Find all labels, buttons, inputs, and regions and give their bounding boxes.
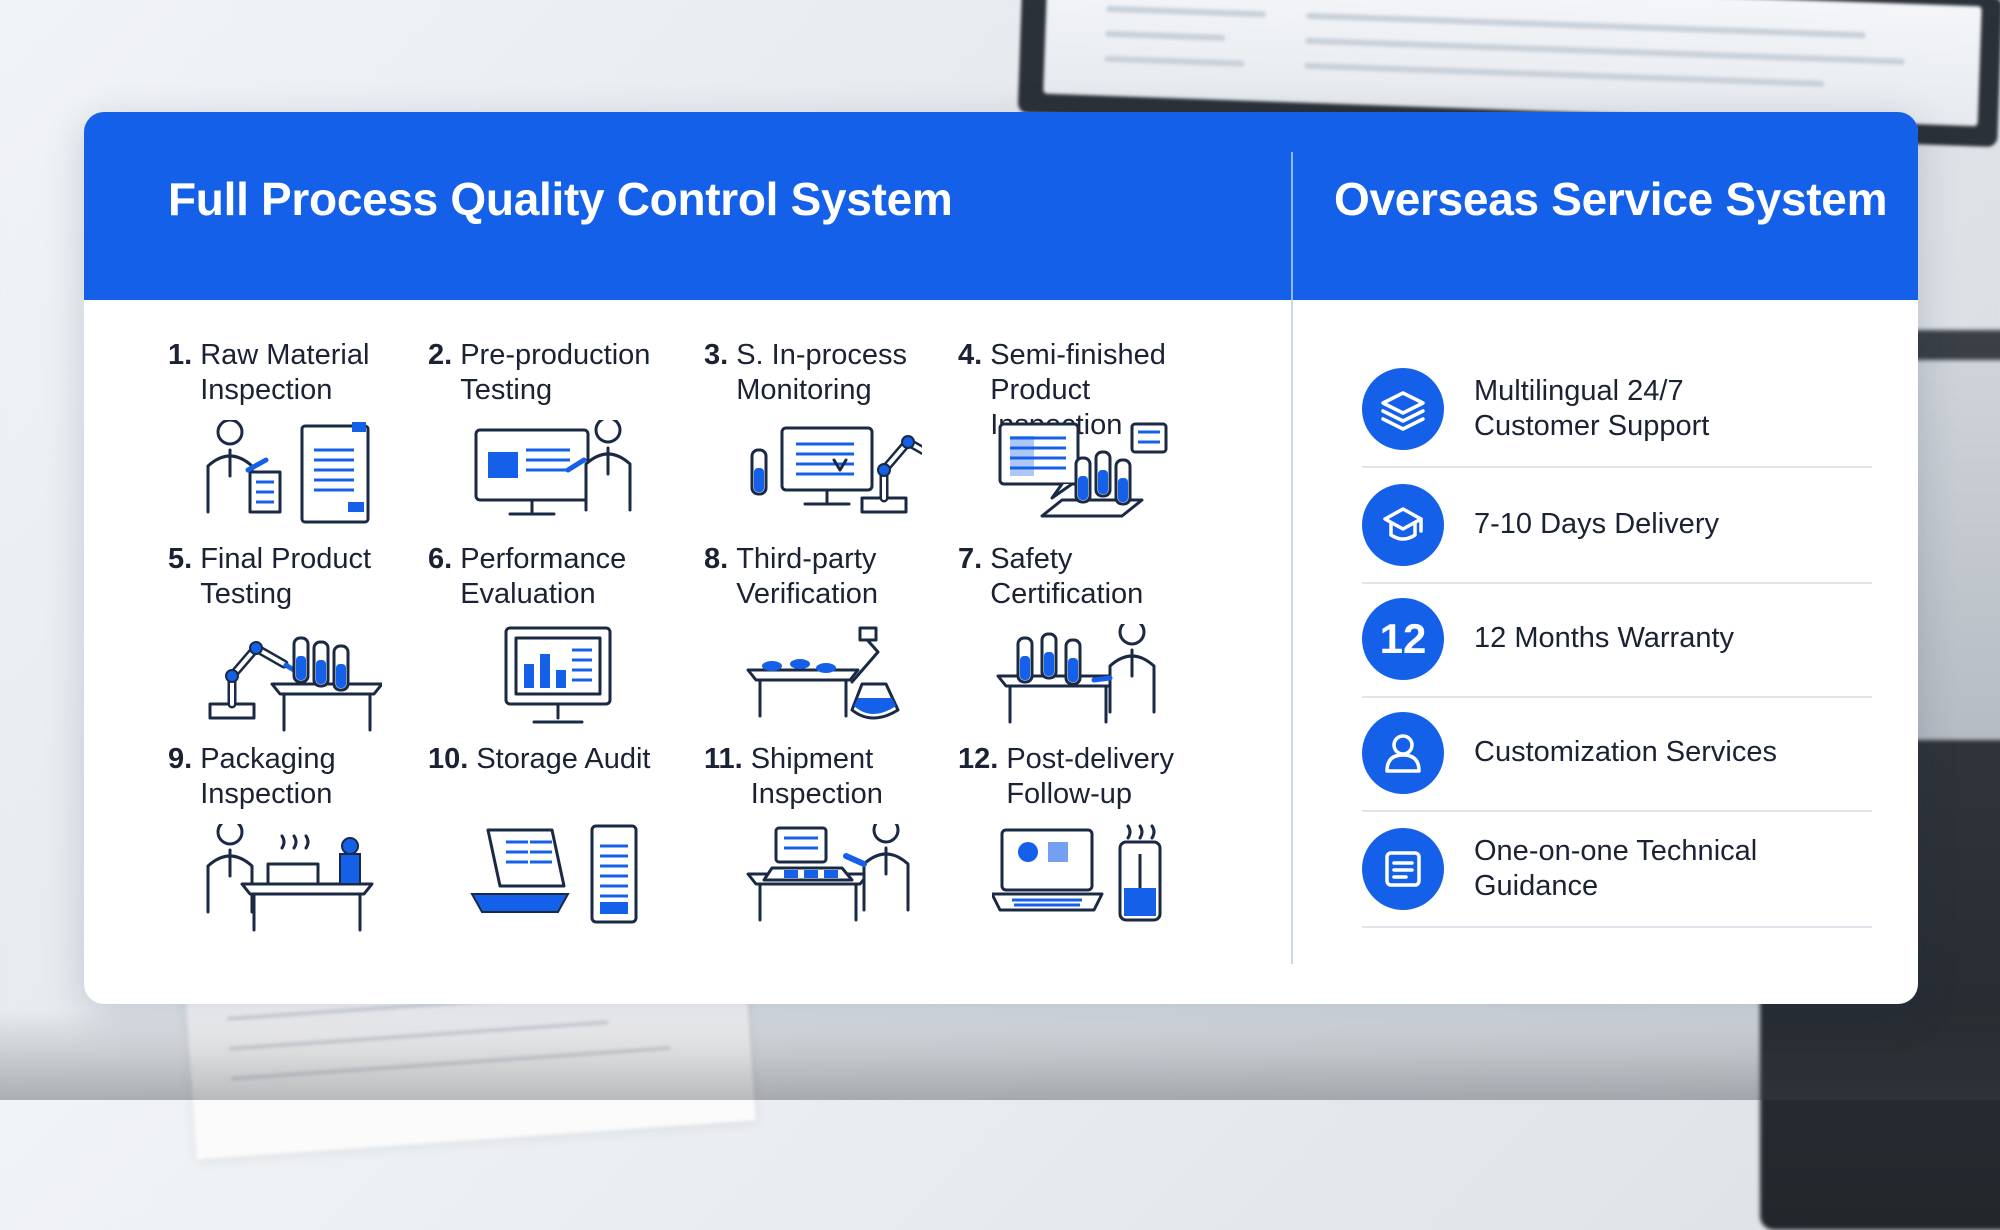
service-divider — [1362, 810, 1872, 812]
document-icon — [1362, 828, 1444, 910]
panel-divider — [1291, 300, 1293, 964]
service-divider — [1362, 926, 1872, 928]
layers-icon — [1362, 368, 1444, 450]
service-item: Customization Services — [1362, 696, 1872, 808]
quality-step: 12.Post-delivery Follow-up — [958, 742, 1218, 942]
quality-step: 10.Storage Audit — [428, 742, 688, 942]
card-header — [84, 112, 1918, 300]
quality-step-text: Pre-production Testing — [460, 339, 651, 406]
quality-step-label: 3.S. In-process Monitoring — [704, 338, 974, 408]
quality-step-number: 10. — [428, 743, 469, 775]
service-item-label: Multilingual 24/7 Customer Support — [1474, 375, 1710, 442]
quality-step: 6.Performance Evaluation — [428, 542, 688, 742]
quality-step-text: Third-party Verification — [736, 543, 879, 610]
infographic-card: Full Process Quality Control System Over… — [84, 112, 1918, 1004]
quality-step-number: 6. — [428, 543, 453, 575]
header-divider — [1291, 152, 1293, 300]
quality-step-text: S. In-process Monitoring — [736, 339, 908, 406]
quality-step-number: 11. — [704, 743, 743, 775]
quality-step-number: 3. — [704, 339, 729, 371]
quality-step-text: Storage Audit — [476, 743, 651, 775]
quality-step-label: 8.Third-party Verification — [704, 542, 974, 612]
quality-step-label: 9.Packaging Inspection — [168, 742, 438, 812]
vials-technician-icon — [992, 624, 1172, 734]
service-item: 7-10 Days Delivery — [1362, 468, 1872, 580]
box-delivery-icon — [1362, 484, 1444, 566]
robot-arm-monitor-icon — [742, 420, 922, 530]
quality-panel-title: Full Process Quality Control System — [168, 173, 953, 225]
service-divider — [1362, 696, 1872, 698]
technician-shipment-icon — [742, 824, 922, 934]
laptop-storage-icon — [468, 824, 648, 934]
quality-step-text: Final Product Testing — [200, 543, 372, 610]
quality-step: 2.Pre-production Testing — [428, 338, 688, 538]
quality-step-label: 6.Performance Evaluation — [428, 542, 698, 612]
quality-step: 3.S. In-process Monitoring — [704, 338, 964, 538]
quality-step-number: 8. — [704, 543, 729, 575]
service-item: One-on-one Technical Guidance — [1362, 812, 1872, 924]
service-divider — [1362, 582, 1872, 584]
quality-step: 7.Safety Certification — [958, 542, 1218, 742]
monitor-engineer-icon — [468, 420, 648, 530]
quality-step-number: 2. — [428, 339, 453, 371]
quality-step-text: Performance Evaluation — [460, 543, 627, 610]
quality-step-number: 1. — [168, 339, 193, 371]
service-panel-title: Overseas Service System — [1334, 173, 1888, 225]
background-shade — [0, 1010, 2000, 1100]
quality-step-text: Raw Material Inspection — [200, 339, 370, 406]
quality-step-number: 5. — [168, 543, 193, 575]
quality-step: 8.Third-party Verification — [704, 542, 964, 742]
service-divider — [1362, 466, 1872, 468]
quality-step-number: 7. — [958, 543, 983, 575]
quality-step: 5.Final Product Testing — [168, 542, 428, 742]
warranty-badge: 12 — [1362, 598, 1444, 680]
test-tubes-screen-icon — [992, 420, 1172, 530]
quality-step: 4.Semi-finished Product Inspection — [958, 338, 1218, 538]
service-item: 12 12 Months Warranty — [1362, 582, 1872, 694]
quality-step-number: 12. — [958, 743, 999, 775]
worker-packaging-icon — [202, 824, 382, 934]
laptop-device-icon — [992, 824, 1172, 934]
quality-step-text: Packaging Inspection — [200, 743, 336, 810]
service-item: Multilingual 24/7 Customer Support — [1362, 352, 1872, 464]
quality-step: 1.Raw Material Inspection — [168, 338, 428, 538]
quality-step-text: Post-delivery Follow-up — [1006, 743, 1174, 810]
quality-step-label: 12.Post-delivery Follow-up — [958, 742, 1228, 812]
monitor-chart-icon — [468, 624, 648, 734]
quality-step-label: 11.Shipment Inspection — [704, 742, 974, 812]
microscope-flask-icon — [742, 624, 922, 734]
quality-step-label: 2.Pre-production Testing — [428, 338, 698, 408]
quality-step-number: 9. — [168, 743, 193, 775]
quality-step-label: 7.Safety Certification — [958, 542, 1228, 612]
quality-step-label: 10.Storage Audit — [428, 742, 698, 777]
service-item-label: Customization Services — [1474, 736, 1777, 768]
user-icon — [1362, 712, 1444, 794]
inspector-document-icon — [202, 420, 382, 530]
quality-step-text: Safety Certification — [990, 543, 1144, 610]
quality-step-label: 1.Raw Material Inspection — [168, 338, 438, 408]
quality-step-label: 5.Final Product Testing — [168, 542, 438, 612]
service-item-label: 7-10 Days Delivery — [1474, 508, 1719, 540]
warranty-badge-number: 12 — [1379, 615, 1427, 662]
quality-step-number: 4. — [958, 339, 983, 371]
service-item-label: One-on-one Technical Guidance — [1474, 835, 1758, 902]
quality-step-text: Shipment Inspection — [750, 743, 883, 810]
quality-step: 9.Packaging Inspection — [168, 742, 428, 942]
service-item-label: 12 Months Warranty — [1474, 622, 1735, 654]
quality-step: 11.Shipment Inspection — [704, 742, 964, 942]
robot-arm-vials-icon — [202, 624, 382, 734]
